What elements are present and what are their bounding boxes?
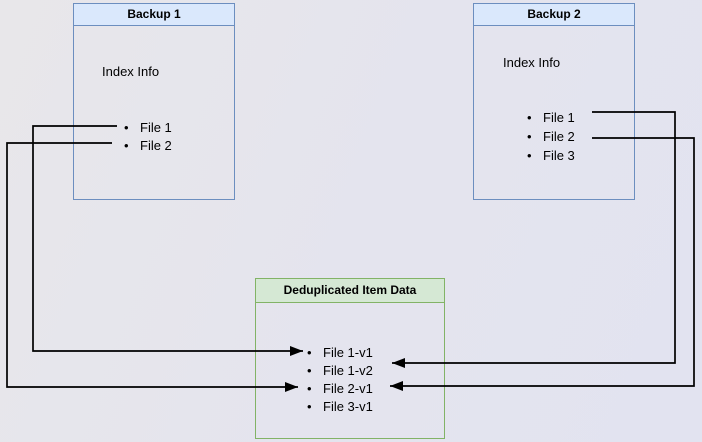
deduplicated-item-list: File 1-v1 File 1-v2 File 2-v1 File 3-v1 xyxy=(307,343,373,415)
dedup-item-file2-v1-label: File 2-v1 xyxy=(323,380,373,396)
backup2-box: Backup 2 Index Info File 1 File 2 File 3 xyxy=(473,3,635,200)
backup2-file-list: File 1 File 2 File 3 xyxy=(527,108,575,165)
backup2-file-2-label: File 2 xyxy=(543,129,575,144)
backup1-file-2: File 2 xyxy=(124,136,172,154)
backup1-file-list: File 1 File 2 xyxy=(124,118,172,154)
backup1-file-1: File 1 xyxy=(124,118,172,136)
backup2-subtitle: Index Info xyxy=(503,55,561,70)
backup1-file-2-label: File 2 xyxy=(140,137,172,153)
dedup-item-file3-v1-label: File 3-v1 xyxy=(323,398,373,414)
backup2-file-1-label: File 1 xyxy=(543,110,575,125)
backup1-title: Backup 1 xyxy=(74,4,234,26)
dedup-item-file1-v1-label: File 1-v1 xyxy=(323,344,373,360)
dedup-item-file1-v1: File 1-v1 xyxy=(307,343,373,361)
backup2-file-3-label: File 3 xyxy=(543,148,575,163)
dedup-item-file3-v1: File 3-v1 xyxy=(307,397,373,415)
backup1-box: Backup 1 Index Info File 1 File 2 xyxy=(73,3,235,200)
dedup-item-file2-v1: File 2-v1 xyxy=(307,379,373,397)
backup1-file-1-label: File 1 xyxy=(140,119,172,135)
backup2-file-2: File 2 xyxy=(527,127,575,146)
backup2-file-1: File 1 xyxy=(527,108,575,127)
dedup-item-file1-v2: File 1-v2 xyxy=(307,361,373,379)
backup2-file-3: File 3 xyxy=(527,146,575,165)
backup1-subtitle: Index Info xyxy=(102,64,160,79)
backup2-title: Backup 2 xyxy=(474,4,634,26)
dedup-item-file1-v2-label: File 1-v2 xyxy=(323,362,373,378)
deduplicated-item-data-box: Deduplicated Item Data File 1-v1 File 1-… xyxy=(255,278,445,439)
deduplicated-item-data-title: Deduplicated Item Data xyxy=(256,279,444,303)
